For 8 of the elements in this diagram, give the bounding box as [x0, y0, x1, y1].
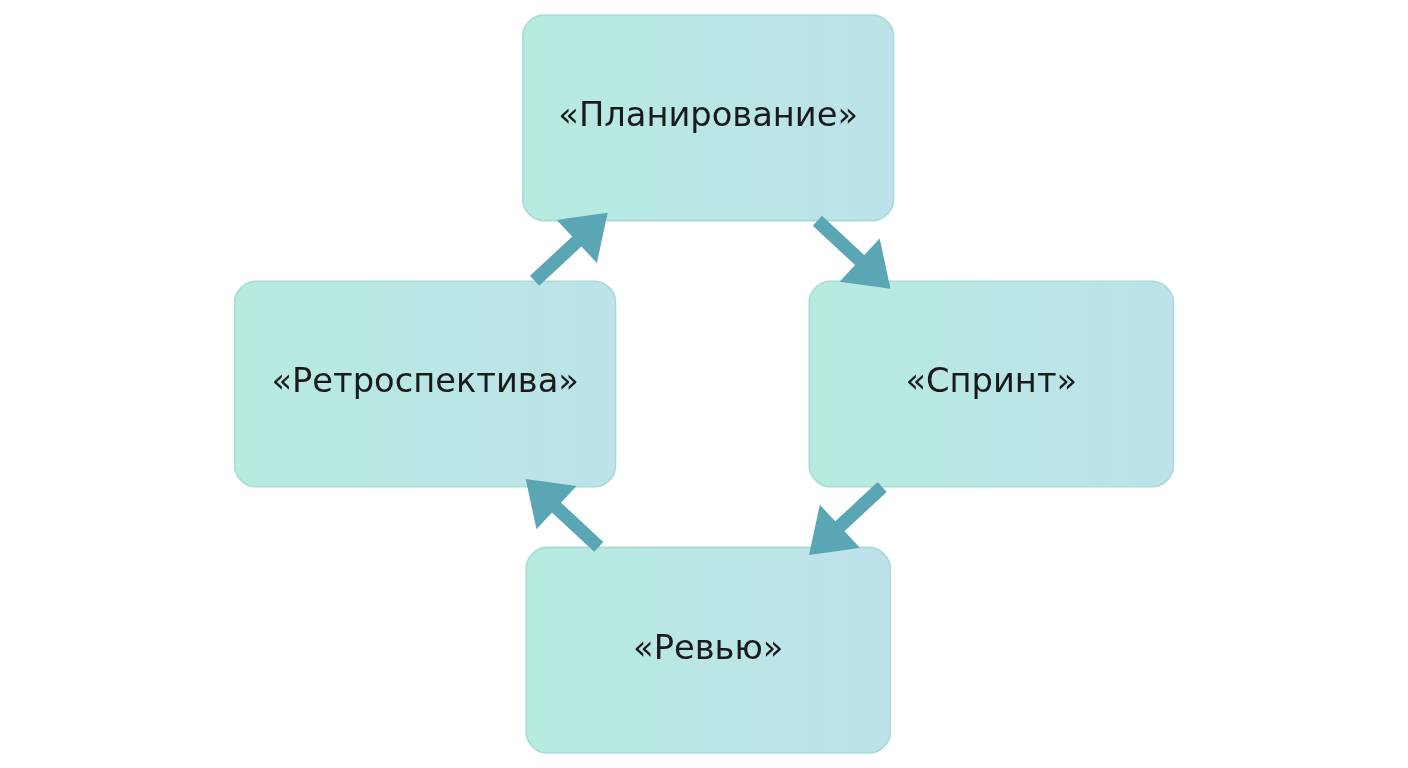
arrow [812, 215, 891, 289]
node-box: «Ревью» [525, 546, 892, 754]
node-box: «Планирование» [522, 14, 895, 222]
node-box: «Ретроспектива» [233, 280, 617, 488]
arrow [809, 482, 887, 555]
arrow [529, 212, 608, 286]
arrow [525, 479, 604, 552]
node-box: «Спринт» [808, 280, 1175, 488]
